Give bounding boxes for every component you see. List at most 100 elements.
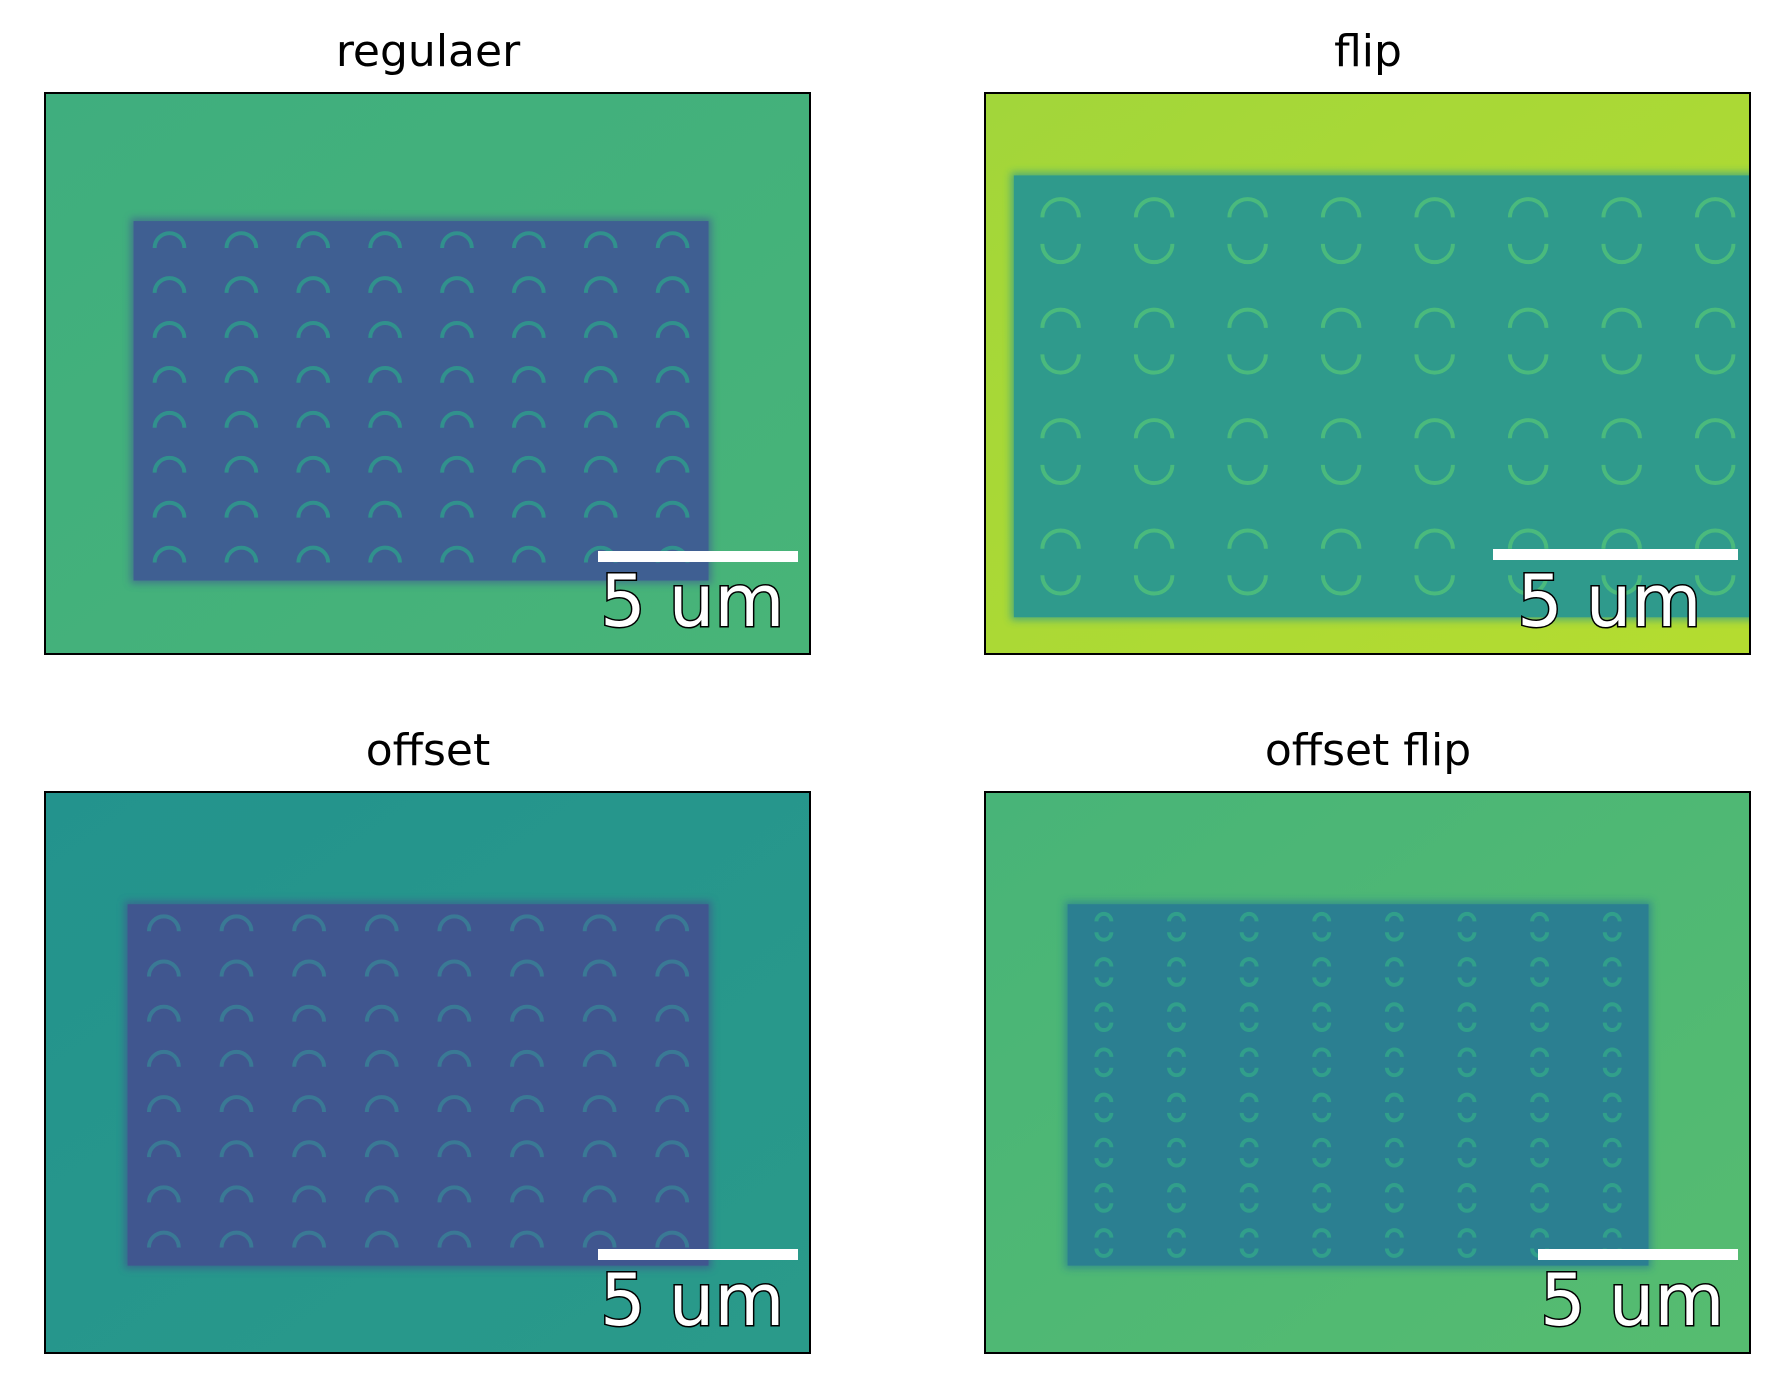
ring-structure: [1384, 931, 1404, 942]
ring-structure: [1227, 243, 1268, 265]
ring-structure: [219, 1185, 254, 1203]
ring-structure: [1457, 1067, 1477, 1078]
ring-structure: [1694, 243, 1736, 265]
scale-bar: [1493, 549, 1738, 560]
ring-structure: [1694, 575, 1736, 596]
ring-structure: [1384, 1092, 1404, 1103]
ring-structure: [1414, 464, 1455, 486]
ring-structure: [1239, 1203, 1259, 1213]
ring-structure: [1312, 931, 1332, 942]
ring-structure: [1312, 977, 1332, 987]
ring-structure: [1384, 977, 1404, 987]
ring-structure: [1694, 197, 1736, 218]
ring-structure: [1602, 1002, 1622, 1012]
ring-structure: [1414, 354, 1455, 375]
ring-structure: [1320, 575, 1362, 596]
ring-structure: [1167, 1157, 1186, 1168]
ring-structure: [582, 1049, 617, 1067]
panel-title-flip: flip: [1334, 26, 1402, 77]
ring-structure: [1094, 1137, 1114, 1148]
ring-structure: [510, 1095, 544, 1113]
ring-structure: [1384, 1022, 1404, 1032]
ring-structure: [437, 1230, 472, 1248]
ring-structure: [1602, 1022, 1622, 1032]
scale-label: 5 um: [1538, 1258, 1725, 1342]
ring-structure: [1601, 528, 1642, 549]
ring-structure: [583, 365, 618, 383]
ring-structure: [296, 365, 331, 383]
ring-structure: [1507, 418, 1549, 439]
ring-structure: [1602, 1228, 1622, 1238]
ring-structure: [1320, 354, 1362, 375]
ring-structure: [1384, 912, 1404, 922]
ring-structure: [510, 914, 544, 932]
ring-structure: [146, 914, 181, 932]
ring-structure: [296, 545, 331, 563]
ring-structure: [368, 365, 402, 383]
ring-structure: [1227, 197, 1268, 218]
ring-structure: [1530, 1157, 1550, 1168]
ring-structure: [655, 276, 690, 294]
ring-structure: [1227, 307, 1268, 328]
panel-title-regulaer: regulaer: [335, 26, 521, 77]
ring-structure: [1602, 1183, 1622, 1193]
ring-structure: [1094, 931, 1114, 942]
ring-structure: [1384, 1112, 1404, 1123]
ring-structure: [1040, 464, 1081, 485]
ring-structure: [1320, 528, 1362, 549]
ring-structure: [1530, 1047, 1550, 1058]
ring-structure: [1457, 1183, 1477, 1193]
ring-structure: [1094, 977, 1114, 987]
ring-structure: [1133, 464, 1175, 486]
scale-label: 5 um: [598, 559, 785, 643]
ring-structure: [1167, 912, 1186, 922]
ring-structure: [296, 455, 331, 473]
ring-structure: [1507, 528, 1549, 549]
ring-structure: [582, 959, 617, 977]
ring-structure: [1239, 957, 1259, 967]
ring-structure: [146, 1230, 181, 1248]
ring-structure: [1602, 1047, 1622, 1058]
ring-structure: [1040, 307, 1081, 328]
ring-structure: [1133, 575, 1175, 596]
ring-structure: [1384, 1248, 1404, 1258]
ring-structure: [437, 1140, 472, 1158]
ring-structure: [655, 321, 690, 339]
ring-structure: [1414, 243, 1455, 265]
ring-structure: [1384, 1228, 1404, 1238]
ring-structure: [152, 545, 187, 563]
ring-structure: [1384, 957, 1404, 967]
ring-structure: [511, 500, 546, 518]
ring-structure: [1414, 197, 1455, 218]
ring-structure: [219, 1230, 254, 1248]
ring-structure: [1457, 1002, 1477, 1012]
ring-structure: [1227, 528, 1268, 549]
ring-structure: [219, 914, 254, 932]
ring-structure: [219, 959, 254, 977]
ring-structure: [1167, 1112, 1186, 1123]
ring-structure: [1239, 1092, 1259, 1103]
ring-structure: [1602, 1067, 1622, 1078]
ring-structure: [292, 1004, 327, 1022]
ring-structure: [1530, 1203, 1550, 1213]
ring-structure: [1239, 977, 1259, 987]
ring-structure: [1040, 197, 1081, 218]
ring-structure: [1457, 1228, 1477, 1238]
ring-structure: [510, 1230, 544, 1248]
ring-structure: [1602, 1157, 1622, 1168]
ring-structure: [440, 276, 474, 294]
ring-structure: [510, 1185, 544, 1203]
ring-structure: [1239, 1228, 1259, 1238]
ring-structure: [1040, 354, 1081, 375]
ring-structure: [1384, 1183, 1404, 1193]
ring-structure: [1384, 1047, 1404, 1058]
ring-structure: [655, 959, 690, 977]
ring-structure: [296, 500, 331, 518]
ring-structure: [1227, 464, 1268, 486]
ring-structure: [1133, 528, 1175, 549]
ring-structure: [1312, 1112, 1332, 1123]
ring-structure: [1239, 1157, 1259, 1168]
ring-structure: [1094, 1022, 1114, 1033]
ring-structure: [152, 500, 187, 518]
ring-structure: [1094, 1182, 1114, 1193]
